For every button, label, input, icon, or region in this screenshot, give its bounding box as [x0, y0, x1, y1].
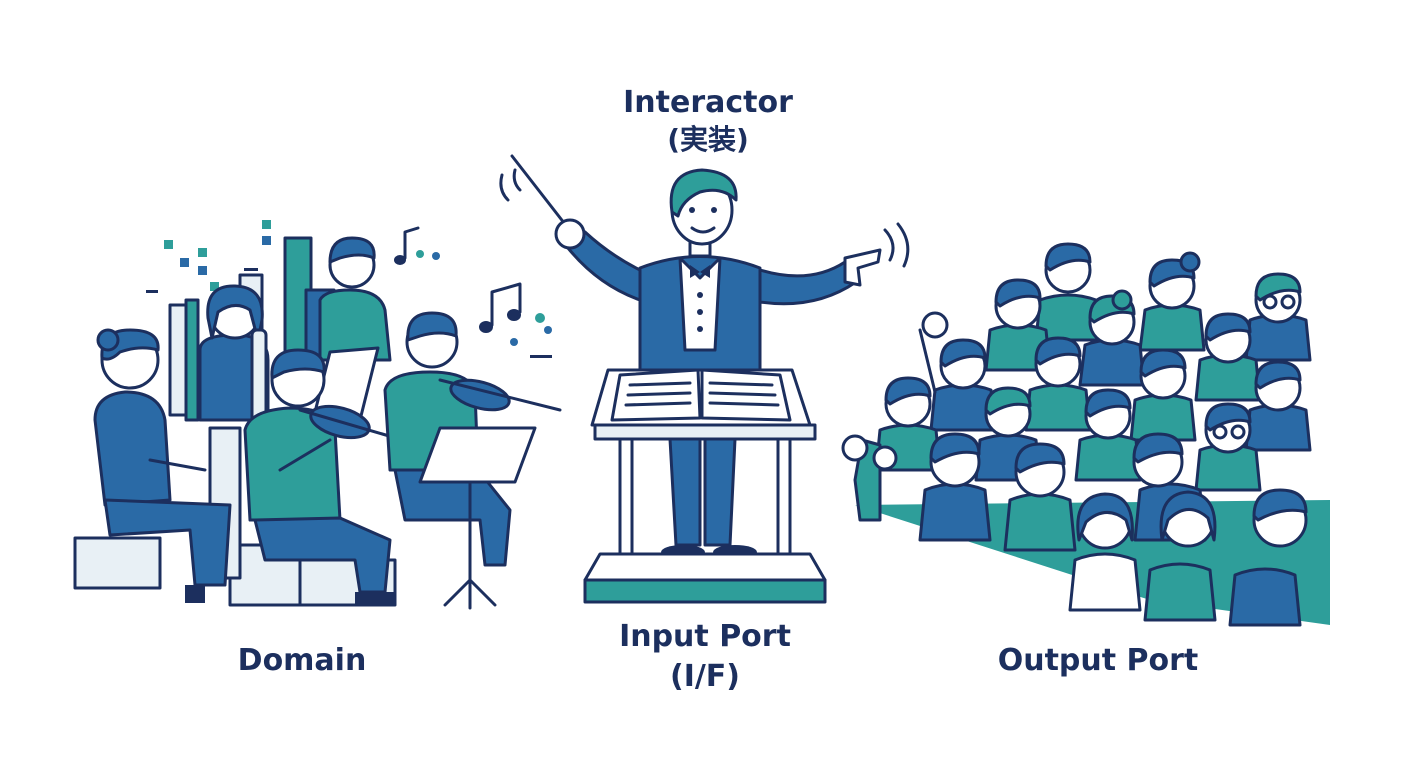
music-note-icon — [394, 226, 440, 265]
domain-orchestra-illustration — [73, 220, 562, 610]
audience-front-row — [841, 432, 1308, 627]
pixel-squares — [146, 220, 271, 293]
musician-man-back — [310, 236, 392, 426]
interactor-conductor-illustration — [499, 154, 910, 604]
motion-lines-icon — [883, 222, 910, 268]
audience-back-row — [984, 242, 1312, 402]
music-note-icon — [479, 282, 552, 358]
input-port-label: Input Port — [619, 619, 791, 654]
input-port-sublabel: (I/F) — [669, 659, 741, 694]
interactor-label: Interactor — [623, 85, 793, 120]
musician-man-violin-front — [243, 348, 422, 606]
audience-middle-row — [874, 311, 1312, 492]
output-port-audience-illustration — [841, 242, 1330, 627]
output-port-label: Output Port — [997, 643, 1199, 678]
domain-label: Domain — [237, 643, 367, 678]
musician-woman-left — [93, 328, 232, 603]
score-podium — [583, 368, 827, 604]
interactor-sublabel: (実装) — [667, 123, 749, 156]
music-stand — [418, 426, 537, 610]
baton-icon — [499, 154, 570, 230]
